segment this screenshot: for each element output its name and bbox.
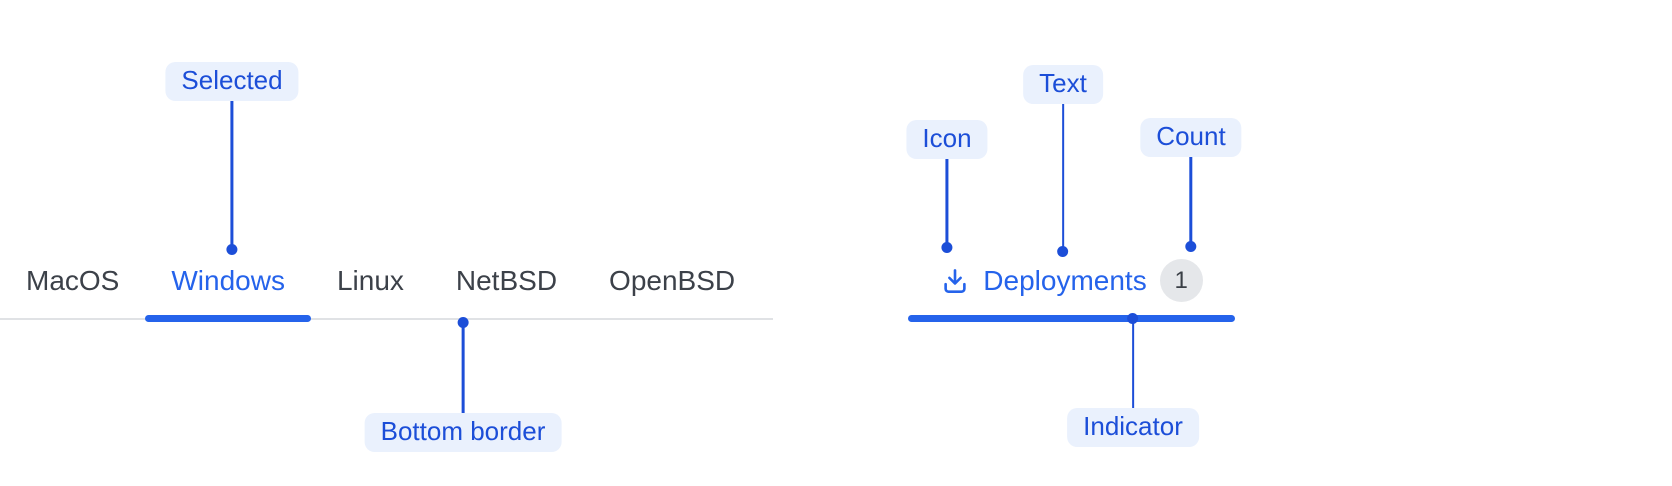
annotation-selected: Selected [165,62,299,256]
tab-label: OpenBSD [609,264,736,296]
selected-tab-underline [145,315,311,322]
annotation-selected-pill: Selected [165,62,299,102]
annotation-indicator-dot [1127,313,1139,324]
annotation-selected-line [230,101,234,246]
annotation-bottom-border-pill: Bottom border [364,413,562,453]
annotation-text: Text [1023,65,1103,258]
os-tab-bar: MacOS Windows Linux NetBSD OpenBSD [0,243,773,322]
annotation-count-dot [1185,241,1197,253]
tab-label: Linux [336,264,404,296]
annotation-text-line [1061,104,1065,248]
annotation-icon: Icon [906,120,988,254]
annotation-icon-line [945,159,949,244]
annotation-count: Count [1140,118,1242,253]
annotation-indicator: Indicator [1067,313,1199,448]
deployments-tab[interactable]: Deployments 1 [908,243,1235,322]
tab-label: MacOS [26,264,120,296]
annotation-text-pill: Text [1023,65,1103,105]
annotation-selected-dot [226,244,238,256]
annotation-text-dot [1057,246,1069,258]
annotation-bottom-border-line [461,327,465,413]
tab-macos[interactable]: MacOS [0,243,145,318]
tab-label: NetBSD [455,264,558,296]
annotation-indicator-line [1131,323,1135,408]
annotation-icon-pill: Icon [906,120,988,160]
annotation-icon-dot [941,242,953,254]
annotation-bottom-border-dot [457,317,469,328]
tab-netbsd[interactable]: NetBSD [430,243,583,318]
tab-label: Windows [171,264,285,296]
active-tab-indicator [908,315,1235,322]
annotation-count-pill: Count [1140,118,1242,158]
annotation-indicator-pill: Indicator [1067,408,1199,448]
annotation-bottom-border: Bottom border [364,317,562,453]
annotation-count-line [1189,157,1193,243]
deployments-tab-label: Deployments [983,264,1147,296]
tab-openbsd[interactable]: OpenBSD [583,243,761,318]
tab-linux[interactable]: Linux [311,243,430,318]
tab-windows[interactable]: Windows [145,243,311,322]
download-icon [944,268,966,293]
count-badge: 1 [1159,259,1203,302]
